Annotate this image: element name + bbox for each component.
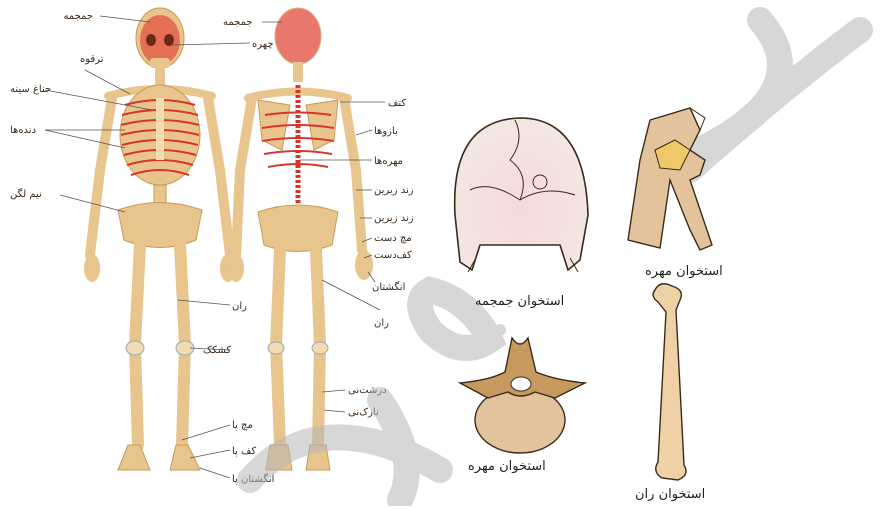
label-fingers: انگشتان — [372, 281, 405, 293]
skull-bone-illustration — [455, 118, 588, 272]
label-palm: کف‌دست — [374, 250, 412, 261]
femur-illustration — [653, 284, 686, 480]
label-back-femur: ران — [374, 318, 389, 329]
label-front-femur: ران — [232, 301, 247, 312]
label-clavicle: ترقوه — [80, 54, 104, 65]
label-kneecap: کشکک — [203, 345, 231, 356]
label-vertebrae: مهره‌ها — [374, 156, 403, 167]
front-skeleton — [84, 8, 236, 470]
label-face: چهره — [252, 39, 274, 50]
label-pelvis: نیم لگن — [10, 188, 42, 200]
caption-femur: استخوان ران — [635, 487, 705, 502]
label-wrist: مچ دست — [374, 233, 412, 244]
caption-vertebra-side: استخوان مهره — [645, 264, 723, 279]
caption-skull: استخوان جمجمه — [475, 294, 564, 309]
label-ulna: زند زبرین — [374, 185, 414, 196]
label-sternum: جناغ سینه — [10, 84, 51, 95]
label-scapula: کتف — [388, 98, 406, 109]
label-front-skull: جمجمه — [63, 11, 93, 22]
label-back-skull: جمجمه — [223, 17, 253, 28]
label-humerus: بازوها — [374, 126, 398, 137]
back-skeleton — [228, 8, 373, 470]
label-foot: کف پا — [232, 446, 256, 457]
label-ribs: دنده‌ها — [10, 125, 36, 136]
caption-vertebra-top: استخوان مهره — [468, 459, 546, 474]
label-radius: زند زیرین — [374, 213, 414, 224]
label-ankle: مچ پا — [232, 420, 253, 431]
